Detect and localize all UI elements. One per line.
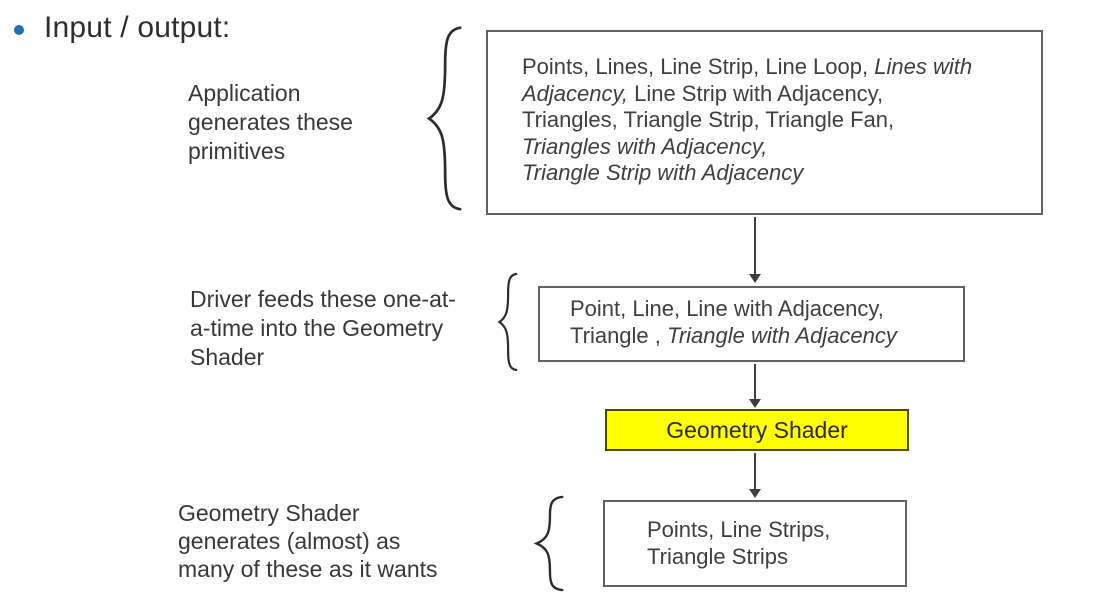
curly-brace-large-icon [421,24,467,213]
box-application-primitives: Points, Lines, Line Strip, Line Loop, Li… [486,30,1043,215]
label-application-generates: Application generates these primitives [188,80,353,164]
bullet-icon [14,25,24,35]
label-driver-feeds: Driver feeds these one-at- a-time into t… [190,286,456,370]
down-arrow-icon-1 [754,217,756,275]
curly-brace-medium-icon [495,272,520,372]
curly-brace-small-icon [530,495,568,592]
box-gs-output-primitives: Points, Line Strips, Triangle Strips [603,500,907,587]
node-geometry-shader: Geometry Shader [605,409,909,451]
page-title: Input / output: [44,11,231,44]
box-driver-input-primitives: Point, Line, Line with Adjacency,Triangl… [538,286,965,362]
label-gs-generates: Geometry Shader generates (almost) as ma… [178,500,438,582]
down-arrow-icon-2 [754,364,756,400]
down-arrow-icon-3 [754,453,756,490]
geometry-shader-label: Geometry Shader [666,416,848,443]
